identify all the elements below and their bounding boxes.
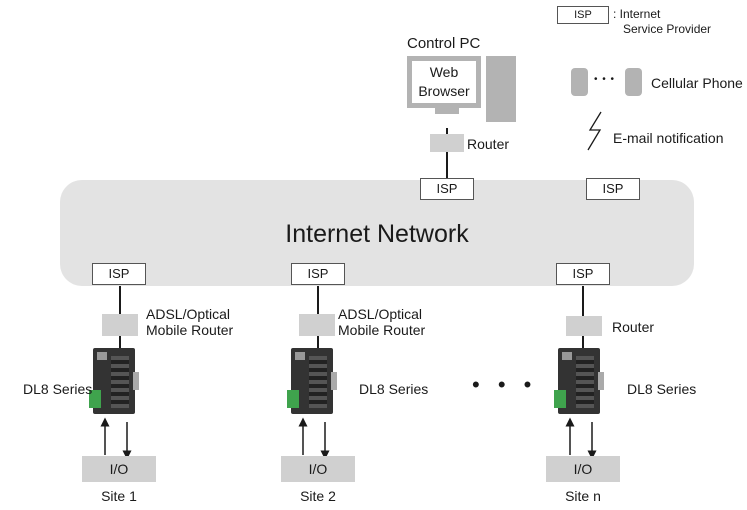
legend-isp-desc-line2: Service Provider [623,22,712,36]
site1-io-box: I/O [82,456,156,482]
pc-monitor-screen: Web Browser [412,61,476,103]
screen-line1: Web [429,64,459,80]
pc-router-box [430,134,464,152]
site2-router-line2: Mobile Router [338,322,426,338]
legend-isp-description: : Internet Service Provider [613,7,711,37]
site1-device-label: DL8 Series [23,381,93,397]
pc-tower [486,56,516,122]
pc-monitor: Web Browser [407,56,481,108]
screen-line2: Browser [418,83,470,99]
control-pc-title: Control PC [407,35,481,52]
pc-monitor-stand [435,108,459,114]
siten-router-box [566,316,602,336]
site2-router-box [299,314,335,336]
isp-box-siten: ISP [556,263,610,285]
isp-box-control-pc: ISP [420,178,474,200]
pc-router-label: Router [467,136,510,152]
lightning-icon [587,111,602,151]
legend-isp-box: ISP [557,6,609,24]
site1-router-label: ADSL/Optical Mobile Router [146,306,233,338]
site1-router-line2: Mobile Router [146,322,234,338]
site2-device-label: DL8 Series [359,381,429,397]
site2-io-box: I/O [281,456,355,482]
cellular-phone-label: Cellular Phone [651,75,743,91]
internet-network-label: Internet Network [285,220,469,248]
site2-label: Site 2 [300,488,336,504]
site2-dl8-device-icon [287,348,337,414]
siten-device-label: DL8 Series [627,381,697,397]
site2-router-line1: ADSL/Optical [338,306,423,322]
siten-dl8-device-icon [554,348,604,414]
cellular-phone-icon [571,68,588,96]
isp-box-cellular: ISP [586,178,640,200]
site1-router-line1: ADSL/Optical [146,306,231,322]
cellular-dots: • • • [594,74,616,85]
legend-isp-desc-line1: : Internet [613,7,661,21]
siten-io-box: I/O [546,456,620,482]
isp-box-site2: ISP [291,263,345,285]
more-sites-ellipsis: • • • [472,372,538,397]
siten-router-label: Router [612,319,655,335]
site1-router-box [102,314,138,336]
site2-router-label: ADSL/Optical Mobile Router [338,306,425,338]
email-notification-label: E-mail notification [613,130,724,146]
cellular-phone-icon-2 [625,68,642,96]
site1-label: Site 1 [101,488,137,504]
isp-box-site1: ISP [92,263,146,285]
siten-label: Site n [565,488,601,504]
site1-dl8-device-icon [89,348,139,414]
